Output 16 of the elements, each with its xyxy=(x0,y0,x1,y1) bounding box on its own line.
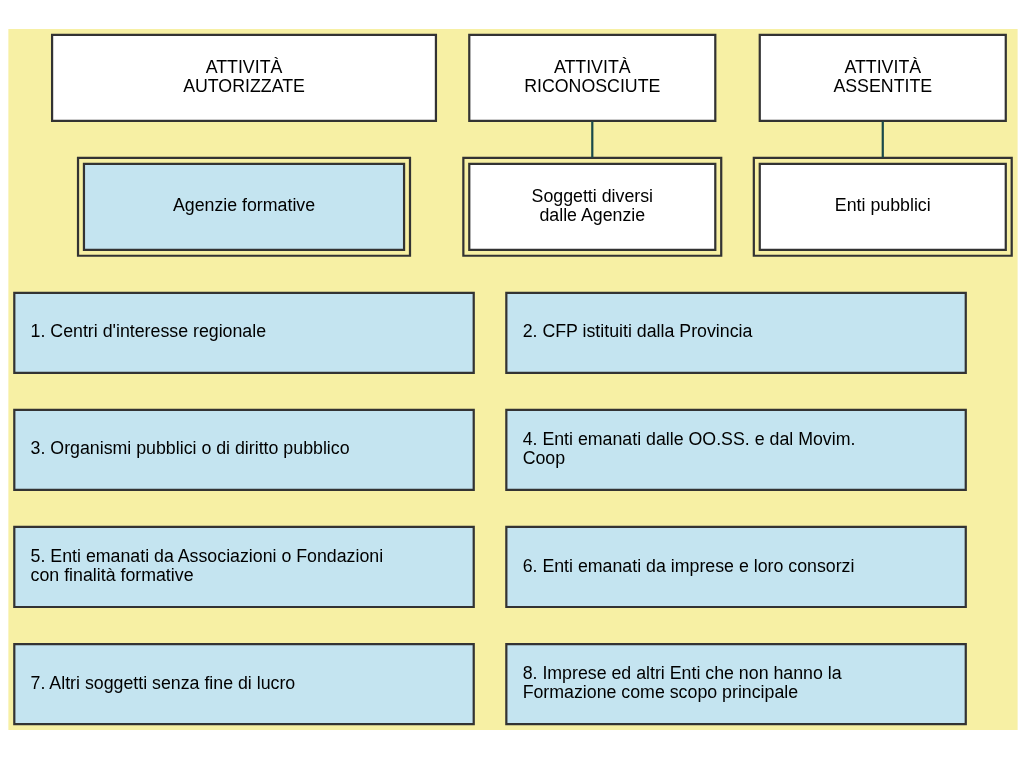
connector xyxy=(881,120,884,157)
node-box: 4. Enti emanati dalle OO.SS. e dal Movim. Coop xyxy=(505,408,967,491)
node-box: ATTIVITÀ AUTORIZZATE xyxy=(51,33,438,122)
node-box: 2. CFP istituiti dalla Provincia xyxy=(505,291,967,374)
node-box: 7. Altri soggetti senza fine di lucro xyxy=(13,642,475,725)
node-box: ATTIVITÀ ASSENTITE xyxy=(758,33,1007,122)
node-box: Enti pubblici xyxy=(752,156,1013,257)
node-box: Agenzie formative xyxy=(76,156,412,257)
node-box: ATTIVITÀ RICONOSCIUTE xyxy=(468,33,717,122)
node-box: 6. Enti emanati da imprese e loro consorzi xyxy=(505,525,967,608)
node-box: 3. Organismi pubblici o di diritto pubblico xyxy=(13,408,475,491)
node-box: 1. Centri d'interesse regionale xyxy=(13,291,475,374)
node-box: 5. Enti emanati da Associazioni o Fondazioni con finalità formative xyxy=(13,525,475,608)
node-box: Soggetti diversi dalle Agenzie xyxy=(462,156,723,257)
node-box: 8. Imprese ed altri Enti che non hanno la Formazione come scopo principale xyxy=(505,642,967,725)
connector xyxy=(591,120,594,157)
